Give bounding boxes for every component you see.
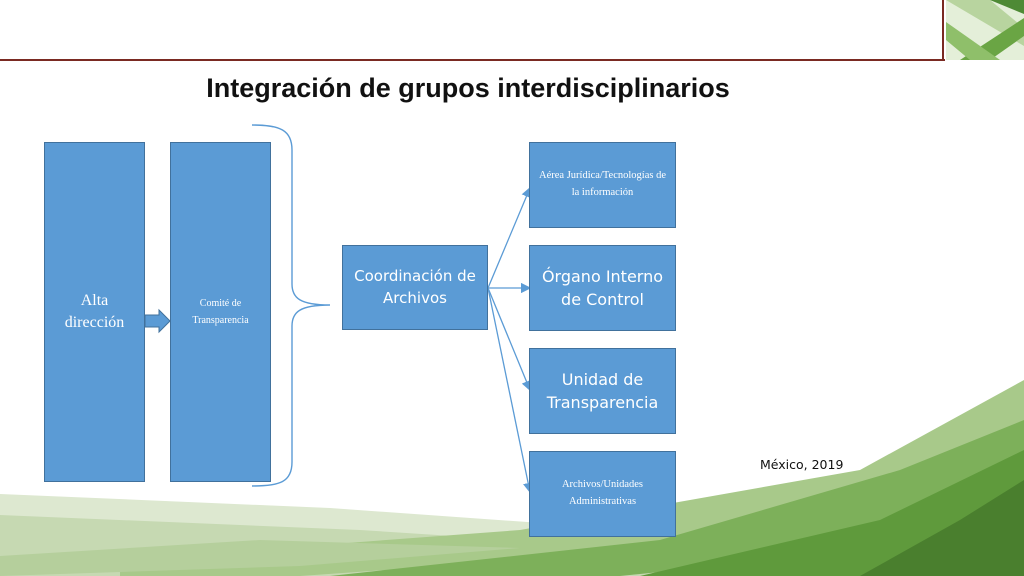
box-unidad-transparencia-label: Unidad de Transparencia: [546, 369, 659, 412]
box-unidad-transparencia: Unidad de Transparencia: [529, 348, 676, 434]
box-area-juridica-label: Aérea Jurídica/Tecnologías de la informa…: [539, 170, 666, 198]
box-coordinacion-label: Coordinación de Archivos: [354, 266, 476, 307]
box-area-juridica: Aérea Jurídica/Tecnologías de la informa…: [529, 142, 676, 228]
box-alta-direccion: Alta dirección: [44, 142, 145, 482]
box-comite-transparencia: Comité de Transparencia: [170, 142, 271, 482]
footer-note: México, 2019: [760, 457, 844, 472]
arrow-to-unidad: [487, 287, 532, 392]
header-rule: [0, 59, 945, 61]
box-alta-direccion-label: Alta dirección: [64, 291, 125, 331]
box-archivos-unidades: Archivos/Unidades Administrativas: [529, 451, 676, 537]
corner-decoration-top-right: [946, 0, 1024, 60]
right-brace: [251, 124, 331, 487]
box-organo-interno-label: Órgano Interno de Control: [541, 266, 664, 309]
header-vertical-rule: [942, 0, 944, 61]
box-archivos-unidades-label: Archivos/Unidades Administrativas: [561, 479, 644, 507]
block-arrow-alta-to-comite: [144, 308, 171, 334]
arrow-to-juridica: [487, 186, 532, 289]
arrow-to-archivos: [487, 287, 534, 494]
box-coordinacion-archivos: Coordinación de Archivos: [342, 245, 488, 330]
slide-title: Integración de grupos interdisciplinario…: [206, 73, 730, 103]
box-comite-label: Comité de Transparencia: [192, 298, 249, 326]
box-organo-interno: Órgano Interno de Control: [529, 245, 676, 331]
